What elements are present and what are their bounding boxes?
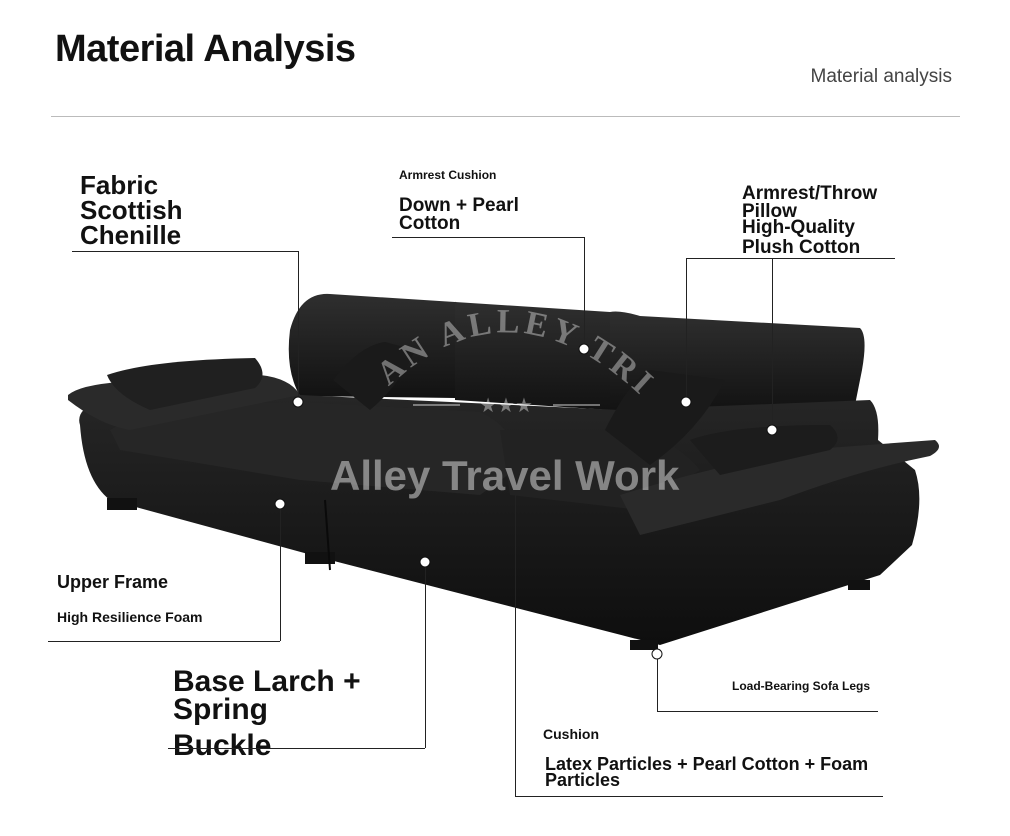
label-cushion-value: Latex Particles + Pearl Cotton + Foam Pa… — [545, 754, 869, 790]
label-cushion-title: Cushion — [543, 726, 599, 742]
watermark-stars: ★★★ — [479, 395, 533, 417]
label-armrest-cushion-title: Armrest Cushion — [399, 168, 497, 182]
leader-base-v — [425, 562, 426, 748]
leader-cushion-h — [515, 796, 883, 797]
point-armrest-pillow — [766, 424, 778, 436]
point-legs — [651, 648, 663, 660]
point-fabric — [292, 396, 304, 408]
leader-cushion-v — [515, 495, 516, 796]
leader-armrest-h — [392, 237, 584, 238]
label-upper-frame-value: High Resilience Foam — [57, 609, 203, 625]
point-armrest-cushion — [578, 343, 590, 355]
watermark-main-text: Alley Travel Work — [330, 452, 680, 499]
label-throw-pillow: Armrest/Throw Pillow High-Quality Plush … — [742, 183, 878, 258]
leader-fabric-h — [72, 251, 298, 252]
leader-armrest-v — [584, 237, 585, 349]
header-divider — [51, 116, 960, 117]
page-subtitle: Material analysis — [810, 66, 953, 87]
point-throw-pillow — [680, 396, 692, 408]
page-title: Material Analysis — [55, 28, 356, 70]
leader-fabric-v — [298, 251, 299, 402]
leader-pillow-h — [686, 258, 895, 259]
leader-pillow-v1 — [686, 258, 687, 402]
label-upper-frame-title: Upper Frame — [57, 572, 169, 592]
leader-upper-frame-h — [48, 641, 280, 642]
label-fabric: Fabric Scottish Chenille — [80, 170, 183, 250]
point-upper-frame — [274, 498, 286, 510]
label-base: Base Larch + Spring Buckle — [173, 665, 361, 762]
leader-legs-v — [657, 654, 658, 711]
leader-upper-frame-v — [280, 504, 281, 641]
label-armrest-cushion-value: Down + Pearl Cotton — [399, 195, 519, 234]
leader-pillow-v2 — [772, 258, 773, 430]
point-base — [419, 556, 431, 568]
label-legs: Load-Bearing Sofa Legs — [732, 679, 871, 693]
leader-base-h — [168, 748, 425, 749]
leader-legs-h — [657, 711, 878, 712]
